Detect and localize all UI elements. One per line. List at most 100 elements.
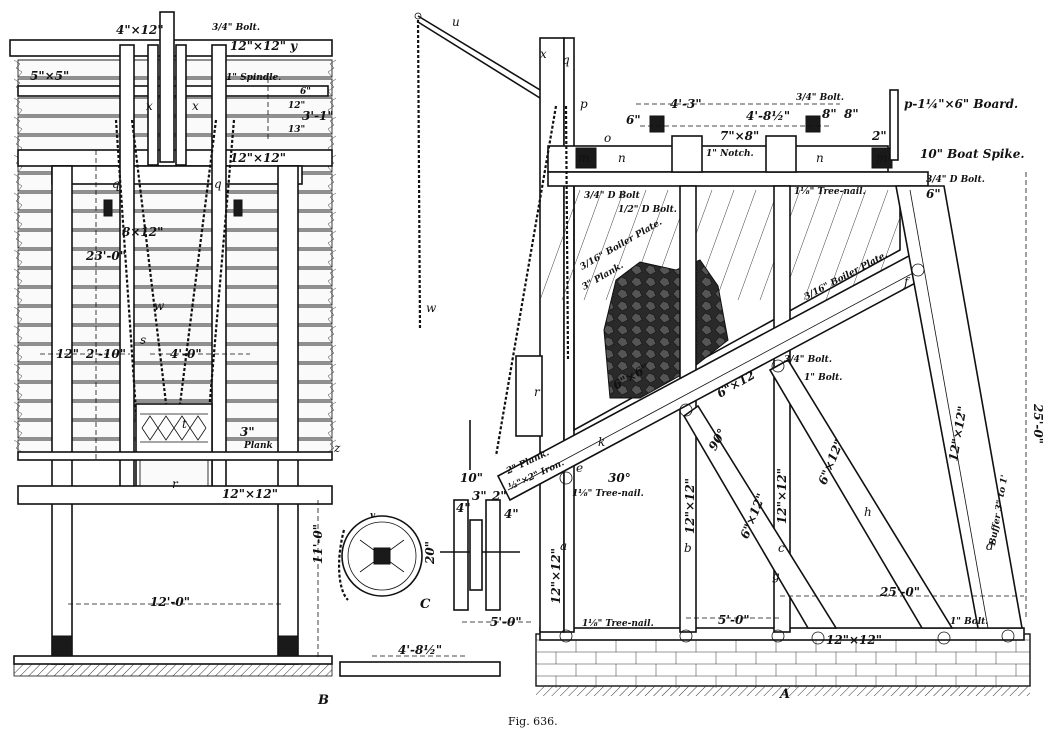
wall-plank (17, 116, 333, 135)
label-bolt1: 3/4" Bolt. (796, 93, 844, 103)
winch-arm (417, 15, 561, 103)
label-z: z (333, 441, 341, 455)
coal-pile (603, 259, 729, 399)
label-b6b: 6" (926, 187, 941, 201)
label-dim-5-0: 5'-0" (490, 615, 522, 629)
label-dim-4a: 4" (456, 501, 471, 515)
winch-detail (337, 12, 564, 677)
sill-beam (17, 485, 333, 505)
label-x2: x (192, 99, 199, 113)
label-q2: q (214, 177, 222, 191)
label-n2: n (816, 151, 824, 165)
label-diag: 8×12" (122, 225, 163, 239)
label-m2: m (876, 151, 887, 165)
label-dim-20: 20" (423, 541, 437, 565)
label-d-bolt3: 1/2" D Bolt. (618, 205, 677, 215)
label-crossbeam: 12"×12" (230, 151, 286, 165)
figure-caption: Fig. 636. (508, 715, 558, 728)
label-cap-beam: 12"×12" y (230, 39, 298, 53)
label-tree-nail2: 1⅛" Tree-nail. (572, 489, 644, 499)
label-b: b (684, 541, 692, 555)
label-b12x12a: 12"×12" (683, 478, 697, 534)
label-sill-right: 12"×12" (826, 633, 882, 647)
label-f: f (903, 275, 911, 289)
label-r-right: r (534, 385, 541, 399)
label-beam-top: 4"×12" (116, 23, 164, 37)
label-dim-6: 6" (300, 87, 311, 97)
label-u: u (452, 15, 460, 29)
label-dim-2: 2" (491, 489, 507, 503)
label-view-B: B (317, 693, 329, 708)
label-w5-0: 5'-0" (718, 613, 750, 627)
label-w4-3: 4'-3" (670, 97, 702, 111)
label-bolt2: 3/4" Bolt. (784, 355, 832, 365)
label-notch: 1" Notch. (706, 149, 754, 159)
label-s: s (140, 333, 146, 347)
label-bolt-top: 3/4" Bolt. (212, 23, 260, 33)
label-e: e (576, 461, 583, 475)
label-q1: q (112, 177, 120, 191)
label-boat-spike: 10" Boat Spike. (920, 147, 1025, 161)
label-v: v (370, 511, 376, 521)
label-o: o (604, 131, 611, 145)
label-g: g (772, 569, 780, 583)
label-plank3: 3" (240, 425, 255, 439)
post-right (277, 165, 299, 665)
label-a: a (560, 539, 567, 553)
label-w-middle: w (426, 301, 437, 315)
label-k: k (598, 435, 605, 449)
label-bolt4: 1" Bolt. (950, 617, 988, 627)
tall-post (539, 37, 565, 633)
label-dim-12: 12" (288, 101, 305, 111)
label-w25-0: 25'-0" (879, 585, 920, 599)
label-d: d (986, 539, 994, 553)
label-dim-4b: 4" (504, 507, 519, 521)
label-dim-3-1: 3'-1" (302, 109, 334, 123)
label-bolt3: 1" Bolt. (804, 373, 842, 383)
label-w12-0: 12'-0" (150, 595, 190, 609)
label-p: p (580, 97, 588, 111)
label-w2-10: 2'-10" (85, 347, 126, 361)
front-view (9, 11, 337, 677)
label-b2: 2" (871, 129, 887, 143)
label-height: 23'-0" (85, 249, 126, 263)
label-spindle: 1" Spindle. (226, 73, 281, 83)
label-m1: m (578, 151, 589, 165)
label-w-left: w (154, 299, 165, 313)
post-left (51, 165, 73, 665)
label-t: t (182, 417, 187, 431)
wall-plank (17, 97, 333, 116)
label-tree-nail1: 1⅛" Tree-nail. (794, 187, 866, 197)
label-l12x12: 12"×12" (549, 548, 563, 604)
label-d-bolt1: 3/4" D Bolt. (926, 175, 985, 185)
label-h25: 25'-0" (1031, 403, 1045, 444)
label-tree-nail3: 1⅛" Tree-nail. (582, 619, 654, 629)
label-b6: 6" (626, 113, 641, 127)
label-x-right: x (540, 47, 547, 61)
label-dim-13: 13" (288, 125, 305, 135)
label-dim-4-8: 4'-8½" (398, 643, 442, 657)
label-h11: 11'-0" (311, 524, 325, 564)
label-b12x12b: 12"×12" (775, 468, 789, 524)
label-deg30: 30° (608, 471, 631, 485)
label-h: h (864, 505, 872, 519)
label-c: c (778, 541, 785, 555)
side-view (469, 37, 1031, 696)
label-w4-0: 4'-0" (170, 347, 202, 361)
label-n1: n (618, 151, 626, 165)
label-b7x8: 7"×8" (720, 129, 759, 143)
label-dim-3: 3" (472, 489, 487, 503)
hoist-rope (416, 19, 422, 331)
label-plank: Plank (243, 441, 273, 451)
label-x1: x (146, 99, 153, 113)
label-r: r (172, 477, 179, 491)
label-post-5x5: 5"×5" (30, 69, 69, 83)
label-d-bolt2: 3/4" D Bolt (584, 191, 641, 201)
label-w4-8: 4'-8½" (746, 109, 790, 123)
label-view-A: A (778, 687, 790, 702)
label-view-C: C (420, 597, 431, 612)
label-s10: 10" (460, 471, 483, 485)
label-b8b: 8" (844, 107, 859, 121)
label-w12: 12" (56, 347, 79, 361)
